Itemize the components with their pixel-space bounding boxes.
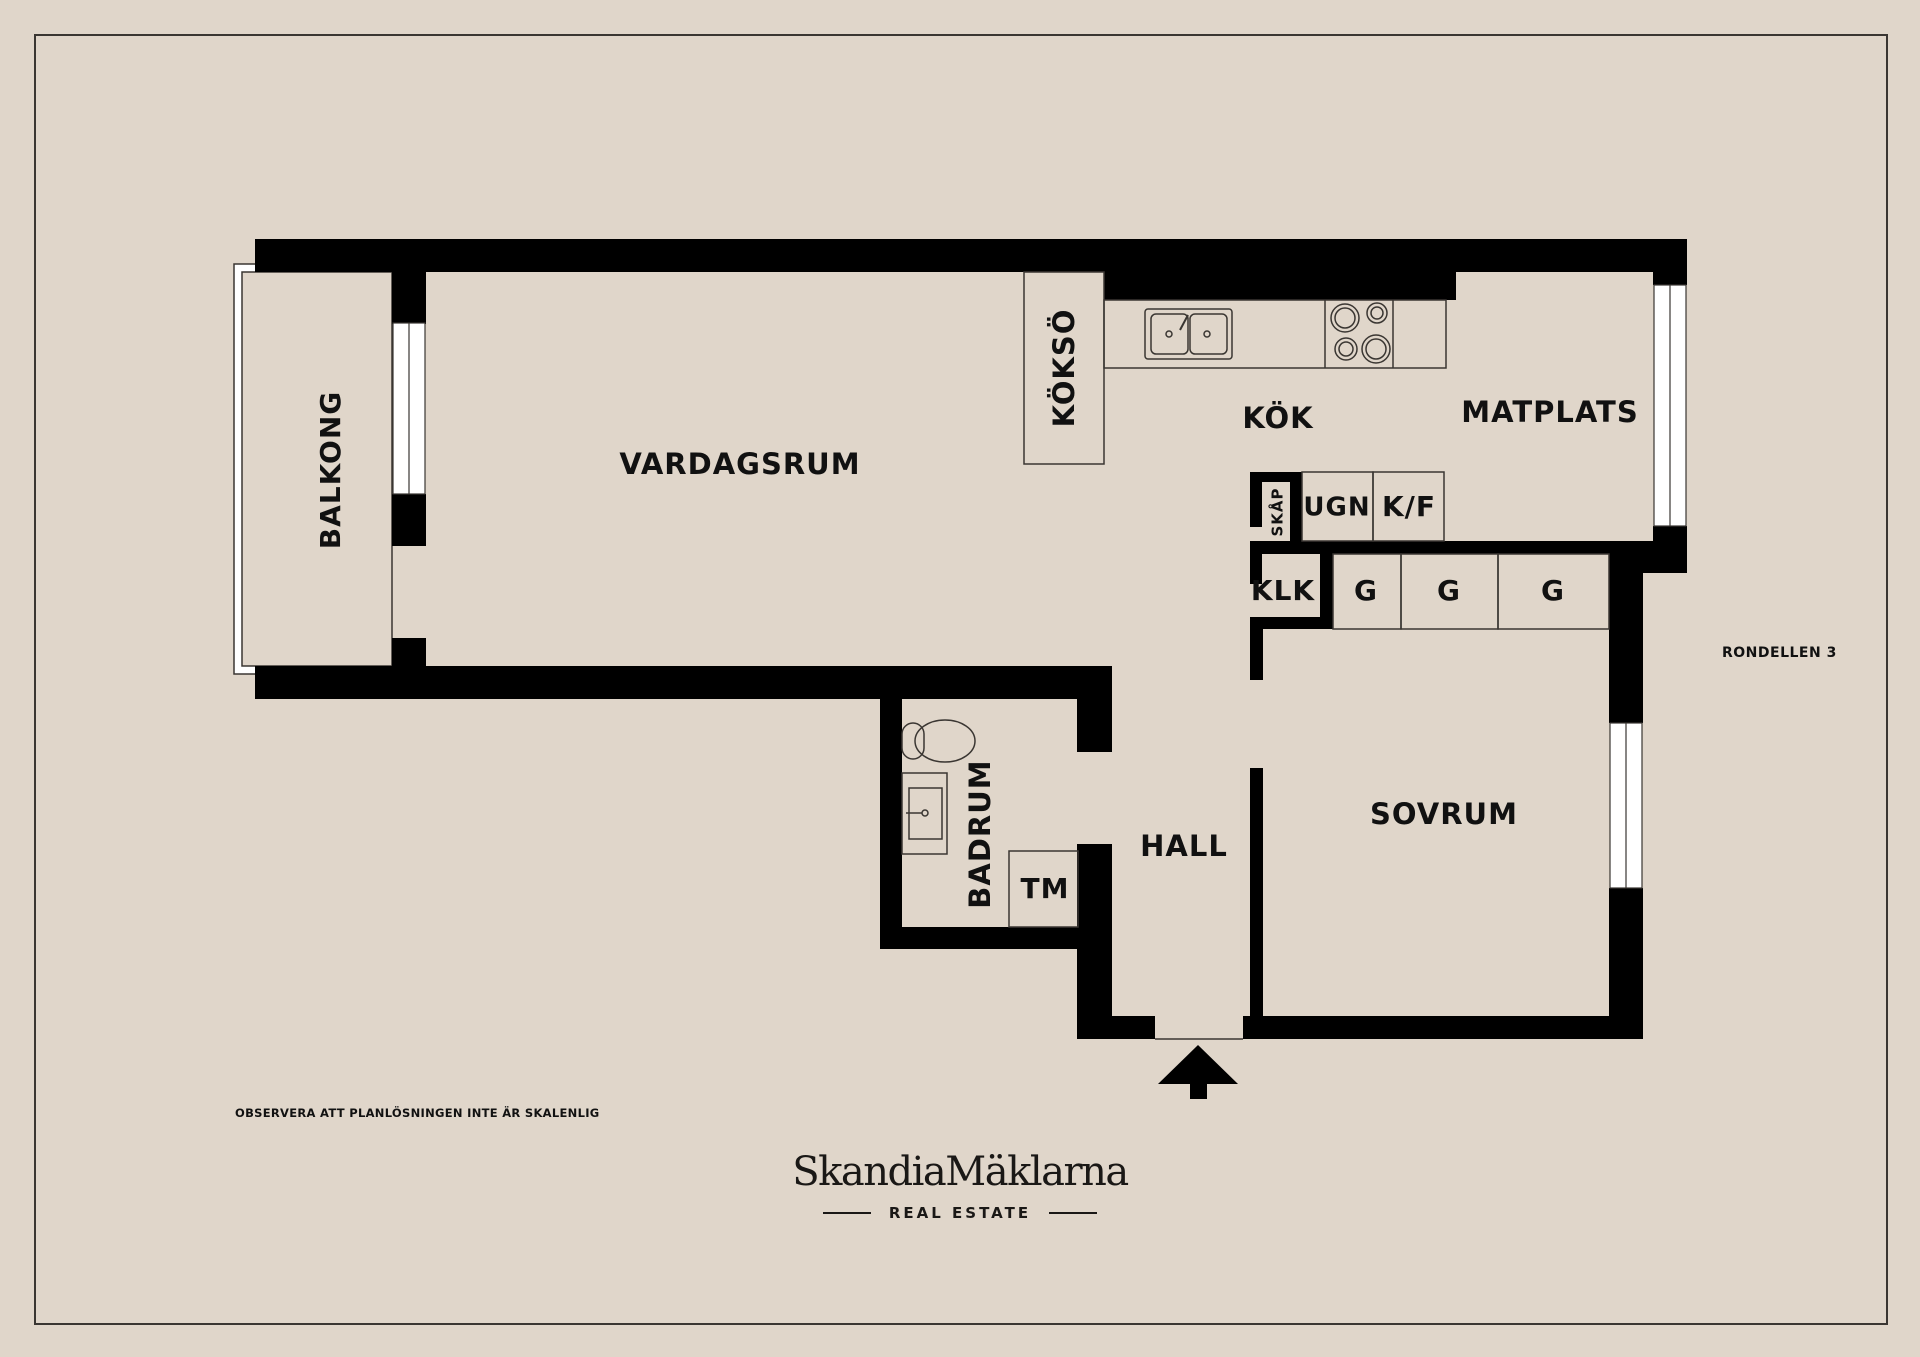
fixtures bbox=[901, 271, 1610, 1040]
kitchen-counter bbox=[1103, 299, 1447, 369]
wardrobe-label-3: G bbox=[1541, 574, 1565, 607]
balcony-floor bbox=[241, 271, 393, 667]
address-label: RONDELLEN 3 bbox=[1722, 645, 1837, 661]
windows bbox=[392, 284, 1687, 889]
brand-name: SkandiaMäklarna bbox=[792, 1149, 1129, 1195]
walls bbox=[255, 239, 1687, 1039]
scale-disclaimer: OBSERVERA ATT PLANLÖSNINGEN INTE ÄR SKAL… bbox=[235, 1106, 600, 1120]
brand-tagline-row: REAL ESTATE bbox=[760, 1204, 1160, 1222]
room-label-kf: K/F bbox=[1382, 490, 1436, 523]
divider-line-right bbox=[1049, 1212, 1098, 1214]
brand-tagline: REAL ESTATE bbox=[888, 1204, 1032, 1222]
divider-line-left bbox=[822, 1212, 871, 1214]
room-label-balkong: BALKONG bbox=[314, 391, 347, 550]
page-frame bbox=[34, 34, 1888, 1325]
room-label-sovrum: SOVRUM bbox=[1370, 797, 1518, 831]
room-label-badrum: BADRUM bbox=[963, 759, 997, 908]
room-label-tm: TM bbox=[1021, 872, 1070, 905]
room-label-klk: KLK bbox=[1251, 574, 1316, 607]
room-label-vardagsrum: VARDAGSRUM bbox=[619, 447, 860, 481]
room-label-kok: KÖK bbox=[1242, 401, 1314, 435]
room-label-kokso: KÖKSÖ bbox=[1047, 309, 1081, 428]
stove-icon bbox=[1330, 302, 1391, 364]
sink-icon bbox=[1144, 308, 1233, 360]
room-label-matplats: MATPLATS bbox=[1461, 395, 1638, 429]
entrance-arrow-icon bbox=[1158, 1045, 1238, 1099]
room-label-ugn: UGN bbox=[1303, 493, 1370, 523]
toilet-icon bbox=[901, 719, 976, 763]
room-label-hall: HALL bbox=[1140, 829, 1228, 863]
brand-logo: SkandiaMäklarna REAL ESTATE bbox=[760, 1148, 1160, 1222]
wardrobe-label-2: G bbox=[1437, 574, 1461, 607]
washbasin-icon bbox=[901, 772, 948, 855]
wardrobe-label-1: G bbox=[1354, 574, 1378, 607]
room-label-skap: SKÅP bbox=[1268, 487, 1287, 536]
